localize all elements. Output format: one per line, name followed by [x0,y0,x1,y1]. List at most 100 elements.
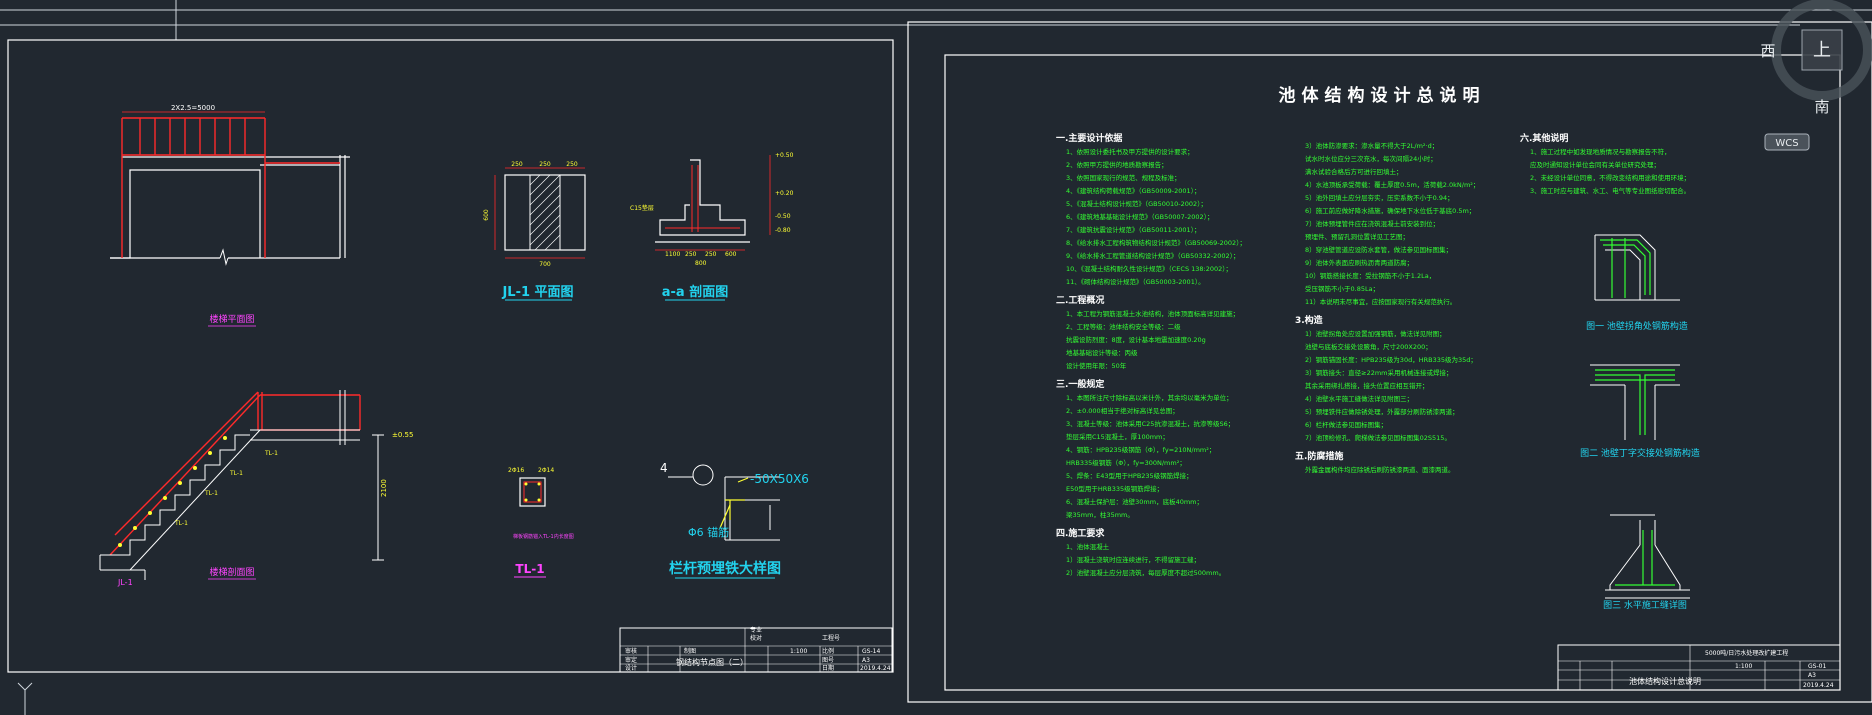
notes-section-heading: 四.施工要求 [1056,527,1105,539]
notes-section-heading: 三.一般规定 [1056,378,1105,390]
tb-size: A3 [862,657,870,664]
jl1-dim: 250 [566,161,578,168]
jl1-dim: 250 [511,161,523,168]
notes-line: 3）钢筋接头：直径≥22mm采用机械连接或焊接； [1305,368,1453,377]
notes-line: 梁35mm，柱35mm。 [1066,510,1134,519]
figure-2-drawing[interactable]: 图二 池壁丁字交接处钢筋构造 [1580,364,1700,459]
notes-line: 10）钢筋搭接长度：受拉钢筋不小于1.2La， [1305,271,1435,280]
stair-tags: TL-1 TL-1 TL-1 TL-1 [174,450,278,527]
notes-line: 3、混凝土等级：池体采用C25抗渗混凝土，抗渗等级S6； [1066,419,1234,428]
tb-label: 设计 [625,664,637,672]
aa-dim: 800 [695,260,707,267]
tb-label: 日期 [822,664,834,672]
notes-line: 3、依照国家现行的规范、规程及标准； [1066,173,1181,182]
aa-level: +0.50 [775,152,794,159]
notes-section-heading: 3.构造 [1295,314,1324,326]
notes-line: 6、混凝土保护层：池壁30mm，底板40mm； [1066,497,1203,506]
notes-line: E50型用于HRB335级钢筋焊接； [1066,484,1163,493]
rail-embed-drawing[interactable]: 4 -50X50X6 Φ6 锚筋 栏杆预埋铁大样图 [660,461,809,579]
aa-note: C15垫层 [630,204,654,212]
notes-line: 抗震设防烈度：8度，设计基本地震加速度0.20g [1066,335,1206,344]
tl1-drawing[interactable]: 2Φ16 2Φ14 梯板钢筋锚入TL-1内长度图 TL-1 [508,467,574,578]
aa-dim: 1100 [665,251,680,258]
viewcube[interactable]: 上 西 南 WCS [1760,0,1872,151]
stair-tag: TL-1 [204,490,218,497]
notes-line: 1）池壁拐角处应设置加强钢筋，做法详见附图； [1305,329,1446,338]
notes-line: 5、《混凝土结构设计规范》（GB50010-2002）； [1066,199,1207,208]
notes-line: 1、本工程为钢筋混凝土水池结构，池体顶面标高详见建施； [1066,309,1239,318]
stair-section-title: 楼梯剖面图 [209,566,254,578]
notes-section-heading: 六.其他说明 [1520,132,1568,144]
aa-level: +0.20 [775,190,794,197]
aa-level: -0.80 [775,227,791,234]
notes-line: 7）池顶检修孔、爬梯做法参见国标图集02S515。 [1305,433,1451,442]
notes-line: 4）水池顶板承受荷载：覆土厚度0.5m，活荷载2.0kN/m²； [1305,180,1479,189]
tb-scale: 1:100 [790,648,807,655]
notes-line: 满水试验合格后方可进行回填土； [1305,167,1403,176]
notes-line: 8、《给水排水工程构筑物结构设计规范》（GB50069-2002）； [1066,238,1246,247]
rtb-project: 5000吨/日污水处理改扩建工程 [1705,649,1788,657]
notes-line: 11）本说明未尽事宜，应按国家现行有关规范执行。 [1305,297,1456,306]
stair-plan-title: 楼梯平面图 [209,313,254,325]
stair-section-drawing[interactable]: ±0.55 2100 TL-1 TL-1 TL-1 TL-1 JL-1 楼梯剖面… [99,390,413,587]
aa-level: -0.50 [775,213,791,220]
tl1-title: TL-1 [515,562,544,576]
notes-line: 10、《混凝土结构耐久性设计规范》（CECS 138:2002）； [1066,264,1232,273]
wcs-label[interactable]: WCS [1775,138,1798,149]
left-title-block[interactable]: 审核 审定 设计 制图 校对 专业 工程号 比例 图号 日期 1:100 GS-… [619,626,893,673]
notes-line: 6、《建筑地基基础设计规范》（GB50007-2002）； [1066,212,1213,221]
viewcube-west[interactable]: 西 [1760,42,1775,60]
notes-line: 2）池壁混凝土应分层浇筑，每层厚度不超过500mm。 [1066,568,1225,577]
notes-line: 1、本图所注尺寸除标高以米计外，其余均以毫米为单位； [1066,393,1233,402]
notes-section-heading: 五.防腐措施 [1295,450,1343,462]
notes-main-title: 池体结构设计总说明 [1279,85,1486,106]
stair-height-dim: 2100 [380,479,388,497]
jl1-dim: 250 [539,161,551,168]
viewcube-face[interactable] [1801,29,1843,71]
aa-dim: 600 [725,251,737,258]
jl1-dim: 700 [539,261,551,268]
stair-plan-drawing[interactable]: 2X2.5=5000 楼梯平面图 [110,104,350,327]
tb-label: 制图 [684,647,696,655]
stair-tag: TL-1 [264,450,278,457]
aa-section-drawing[interactable]: +0.50 +0.20 -0.50 -0.80 1100 250 250 600… [630,152,794,301]
rail-angle-label: -50X50X6 [750,472,809,486]
figure-1-drawing[interactable]: 图一 池壁拐角处钢筋构造 [1586,234,1688,332]
notes-column-1: 一.主要设计依据1、依照设计委托书及甲方提供的设计要求；2、依照甲方提供的地质勘… [1056,132,1246,577]
jl1-plan-drawing[interactable]: 250 250 250 700 600 JL-1 平面图 [483,161,586,301]
jl1-title: JL-1 平面图 [501,285,573,300]
left-drawing-sheet[interactable]: 2X2.5=5000 楼梯平面图 [7,39,894,673]
wcs-button[interactable] [1764,133,1810,151]
notes-line: 6）施工前应做好降水措施，确保地下水位低于基底0.5m； [1305,206,1475,215]
notes-line: 5、焊条：E43型用于HPB235级钢筋焊接； [1066,471,1193,480]
tb-date: 2019.4.24 [860,665,891,672]
notes-line: 11、《砌体结构设计规范》（GB50003-2001）。 [1066,277,1205,286]
figure-3-drawing[interactable]: 图三 水平施工缝详图 [1603,514,1690,611]
rtb-drawing-name: 池体结构设计总说明 [1629,676,1701,686]
notes-line: 3、施工时应与建筑、水工、电气等专业图纸密切配合。 [1530,186,1690,195]
ucs-icon [17,682,33,715]
notes-line: 应及时通知设计单位会同有关单位研究处理； [1530,160,1660,169]
notes-line: 垫层采用C15混凝土，厚100mm； [1066,432,1169,441]
notes-line: 2、未经设计单位同意，不得改变结构用途和使用环境； [1530,173,1690,182]
rtb-size: A3 [1808,672,1816,679]
notes-column-2: 3）池体防渗要求：渗水量不得大于2L/m²·d； 试水时水位应分三次充水，每次间… [1295,141,1479,474]
aa-title: a-a 剖面图 [662,284,728,300]
notes-line: 5）池外回填土应分层夯实，压实系数不小于0.94； [1305,193,1454,202]
tb-label: 比例 [822,647,834,655]
right-title-block[interactable]: 5000吨/日污水处理改扩建工程 池体结构设计总说明 1:100 GS-01 A… [1557,644,1841,691]
viewcube-south[interactable]: 南 [1814,98,1829,116]
crosshair-lines [0,0,1872,40]
notes-line: 3）池体防渗要求：渗水量不得大于2L/m²·d； [1305,141,1438,150]
notes-line: 1、池体混凝土 [1066,542,1110,551]
notes-line: HRB335级钢筋（Φ），fy=300N/mm²； [1066,458,1186,467]
viewcube-top[interactable]: 上 [1813,40,1831,61]
tb-label: 专业 [750,626,762,634]
notes-line: 4）池壁水平施工缝做法详见附图三； [1305,394,1413,403]
right-drawing-sheet[interactable]: 池体结构设计总说明 一.主要设计依据1、依照设计委托书及甲方提供的设计要求；2、… [907,21,1872,703]
tb-label: 审核 [625,647,637,655]
notes-line: 试水时水位应分三次充水，每次间隔24小时； [1305,154,1437,163]
rail-title: 栏杆预埋铁大样图 [669,560,781,577]
notes-line: 地基基础设计等级：丙级 [1066,348,1138,357]
